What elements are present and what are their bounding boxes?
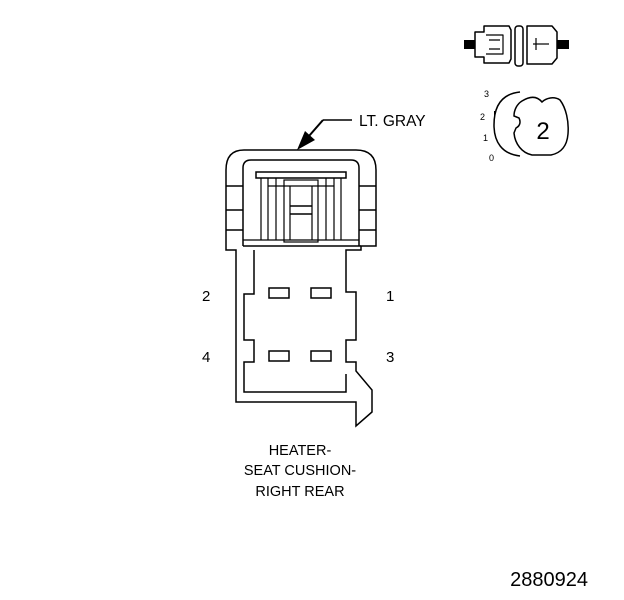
- left-wire-stub: [464, 40, 475, 49]
- terminal-cavity-2: [268, 287, 290, 299]
- rotary-knob: [513, 96, 569, 156]
- terminal-cavity-4: [268, 350, 290, 362]
- connector-body: [225, 149, 377, 428]
- connector-caption: HEATER- SEAT CUSHION- RIGHT REAR: [244, 443, 356, 500]
- pin-label-3: 3: [386, 349, 394, 366]
- caption-line-2: SEAT CUSHION-: [244, 463, 356, 479]
- female-connector-half: [526, 25, 558, 65]
- lock-lever-inner: [283, 179, 319, 243]
- terminal-cavity-1: [310, 287, 332, 299]
- terminal-cavity-3: [310, 350, 332, 362]
- pin-label-4: 4: [202, 349, 210, 366]
- housing-outline: [225, 149, 377, 428]
- right-wire-stub: [557, 40, 569, 49]
- scale-label-0: 0: [489, 153, 494, 163]
- latch-cap-outline: [242, 159, 360, 246]
- connector-mating-icon: [464, 25, 569, 67]
- scale-label-3: 3: [484, 89, 489, 99]
- color-arrow-head: [297, 131, 315, 150]
- male-connector-half: [474, 25, 512, 64]
- figure-number: 2880924: [510, 569, 588, 591]
- pin-label-1: 1: [386, 288, 394, 305]
- caption-line-1: HEATER-: [269, 443, 332, 459]
- rotary-disk-rear: [493, 91, 521, 157]
- cap-notch-left: [226, 185, 243, 231]
- connector-seal: [514, 25, 524, 67]
- terminal-cavity-outline: [243, 250, 347, 393]
- selected-position-value: 2: [536, 118, 549, 145]
- caption-line-3: RIGHT REAR: [255, 484, 344, 500]
- cap-notch-right: [359, 185, 376, 231]
- lock-lever-frame: [255, 171, 347, 179]
- scale-label-1: 1: [483, 133, 488, 143]
- position-indicator: 3 2 1 0 2: [480, 89, 569, 163]
- color-label: LT. GRAY: [359, 113, 426, 130]
- scale-label-2: 2: [480, 112, 485, 122]
- pin-label-2: 2: [202, 288, 210, 305]
